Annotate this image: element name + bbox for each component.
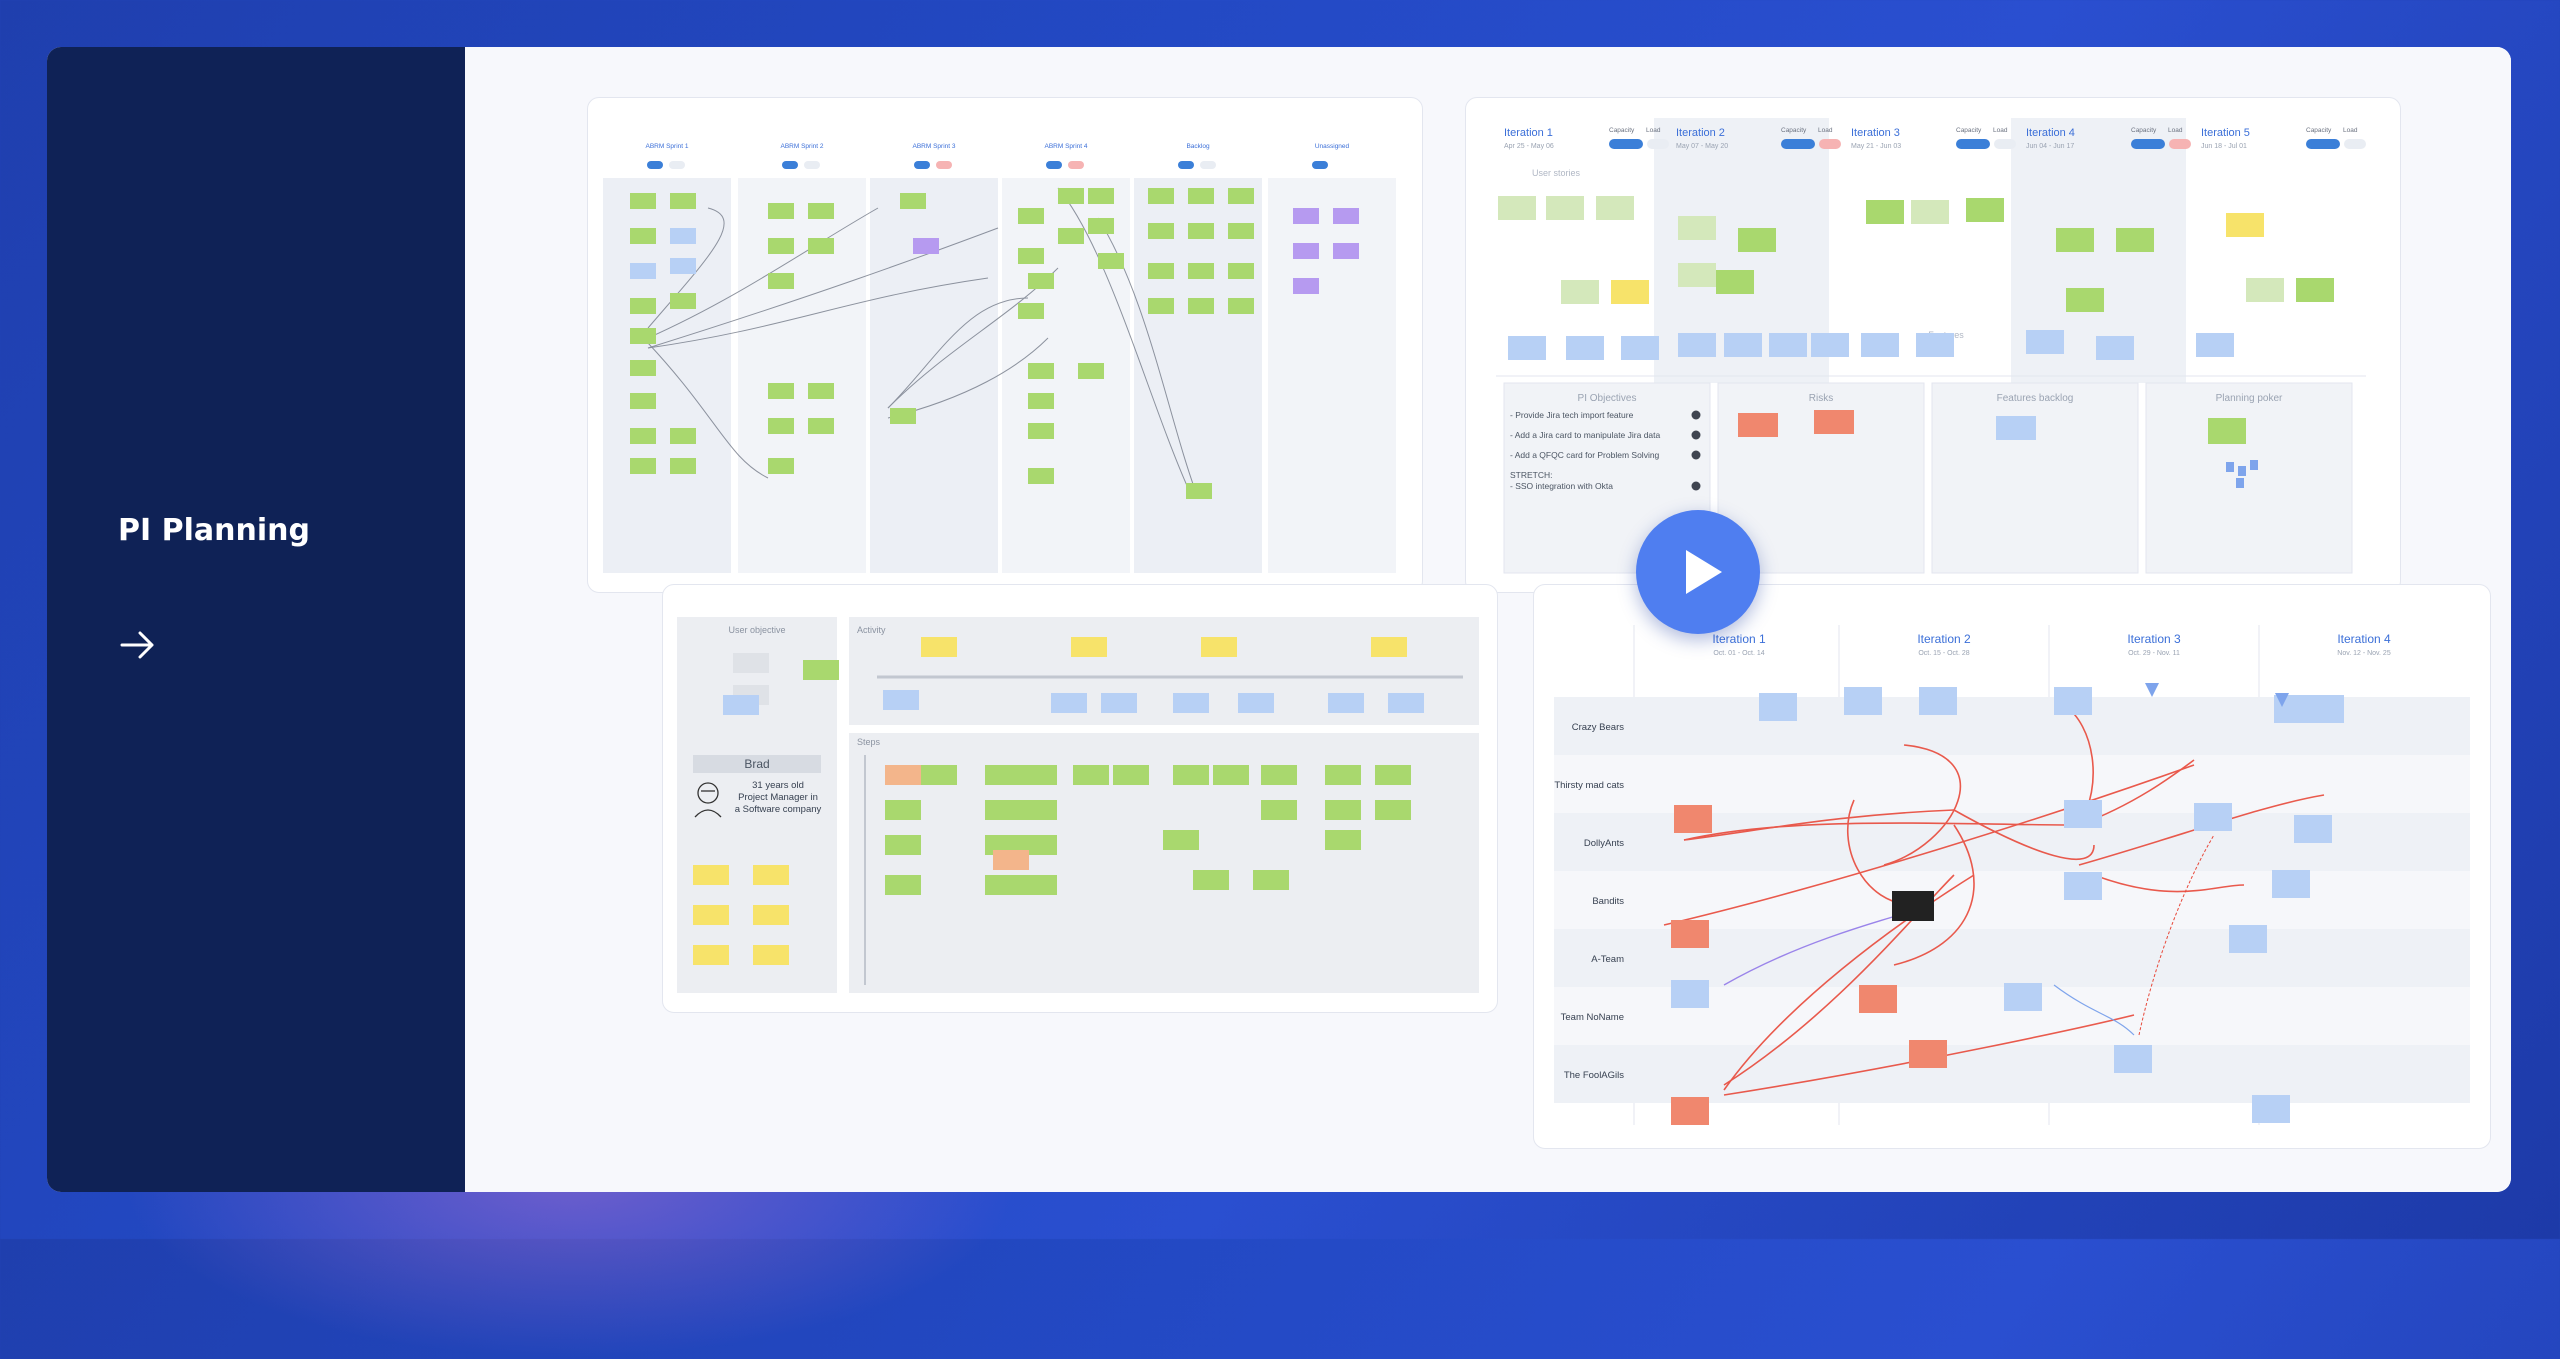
iteration-dates: Oct. 01 - Oct. 14 (1713, 650, 1764, 657)
iteration-dates: Jun 18 - Jul 01 (2201, 143, 2247, 150)
capacity-label: Capacity (1781, 127, 1807, 134)
objective-line: - Provide Jira tech import feature (1510, 410, 1634, 420)
objective-line: STRETCH: (1510, 470, 1553, 480)
team-row-label: Thirsty mad cats (1554, 780, 1624, 791)
sidebar: PI Planning (47, 47, 465, 1192)
iteration-title: Iteration 1 (1504, 127, 1553, 139)
persona-avatar (694, 782, 722, 818)
iteration-title: Iteration 4 (2026, 127, 2075, 139)
team-row-label: DollyAnts (1584, 838, 1624, 849)
arrow-right-icon[interactable] (118, 625, 158, 665)
load-label: Load (2343, 127, 2358, 134)
iteration-title: Iteration 2 (1917, 632, 1971, 646)
iteration-dates: May 07 - May 20 (1676, 143, 1728, 150)
iteration-title: Iteration 3 (1851, 127, 1900, 139)
team-row-label: A-Team (1591, 954, 1624, 965)
iteration-dates: Oct. 15 - Oct. 28 (1918, 650, 1969, 657)
sprint-column-title: ABRM Sprint 4 (1045, 143, 1088, 150)
persona-age: 31 years old (752, 780, 804, 791)
section-pi-objectives: PI Objectives (1578, 393, 1637, 404)
board-iterations[interactable]: Iteration 1 Apr 25 - May 06 Capacity Load It… (1465, 97, 2401, 593)
sprint-column-title: ABRM Sprint 1 (646, 143, 689, 150)
section-features-backlog: Features backlog (1997, 393, 2074, 404)
objective-line: - SSO integration with Okta (1510, 481, 1613, 491)
capacity-label: Capacity (2131, 127, 2157, 134)
capacity-label: Capacity (2306, 127, 2332, 134)
load-label: Load (1818, 127, 1833, 134)
persona-company: a Software company (735, 804, 822, 815)
play-icon (1686, 550, 1722, 594)
objective-line: - Add a Jira card to manipulate Jira dat… (1510, 430, 1661, 440)
board-user-story-map[interactable]: User objective Activity Steps Brad 31 ye… (662, 584, 1498, 1013)
section-planning-poker: Planning poker (2216, 393, 2283, 404)
section-user-stories: User stories (1532, 168, 1581, 178)
sprint-column-title: Backlog (1186, 143, 1210, 150)
capacity-label: Capacity (1609, 127, 1635, 134)
persona-role: Project Manager in (738, 792, 818, 803)
iteration-title: Iteration 1 (1712, 632, 1766, 646)
capacity-label: Capacity (1956, 127, 1982, 134)
load-label: Load (2168, 127, 2183, 134)
load-label: Load (1993, 127, 2008, 134)
user-objective-label: User objective (728, 625, 785, 635)
iteration-title: Iteration 2 (1676, 127, 1725, 139)
board-sprint-dependencies[interactable]: ABRM Sprint 1 ABRM Sprint 2 ABRM Sprint 3 A… (587, 97, 1423, 593)
iteration-title: Iteration 5 (2201, 127, 2250, 139)
team-row-label: Crazy Bears (1572, 722, 1625, 733)
iteration-dates: May 21 - Jun 03 (1851, 143, 1901, 150)
load-label: Load (1646, 127, 1661, 134)
section-risks: Risks (1809, 393, 1833, 404)
iteration-dates: Jun 04 - Jun 17 (2026, 143, 2074, 150)
team-row-label: Team NoName (1561, 1012, 1624, 1023)
sprint-column-title: ABRM Sprint 2 (781, 143, 824, 150)
objective-line: - Add a QFQC card for Problem Solving (1510, 450, 1660, 460)
board-team-dependencies[interactable]: Iteration 1 Oct. 01 - Oct. 14 Iteration 2 O… (1533, 584, 2491, 1149)
sprint-column-title: Unassigned (1315, 143, 1350, 150)
sidebar-title: PI Planning (118, 513, 310, 548)
team-row-label: The FoolAGils (1564, 1070, 1624, 1081)
team-row-label: Bandits (1592, 896, 1624, 907)
iteration-dates: Apr 25 - May 06 (1504, 143, 1554, 150)
steps-label: Steps (857, 737, 881, 747)
persona-name: Brad (744, 757, 769, 771)
iteration-dates: Oct. 29 - Nov. 11 (2128, 650, 2180, 657)
activity-label: Activity (857, 625, 886, 635)
iteration-title: Iteration 4 (2337, 632, 2391, 646)
iteration-dates: Nov. 12 - Nov. 25 (2337, 650, 2391, 657)
iteration-title: Iteration 3 (2127, 632, 2181, 646)
sprint-column-title: ABRM Sprint 3 (913, 143, 956, 150)
main-content: ABRM Sprint 1 ABRM Sprint 2 ABRM Sprint 3 A… (465, 47, 2511, 1192)
play-video-button[interactable] (1636, 510, 1760, 634)
